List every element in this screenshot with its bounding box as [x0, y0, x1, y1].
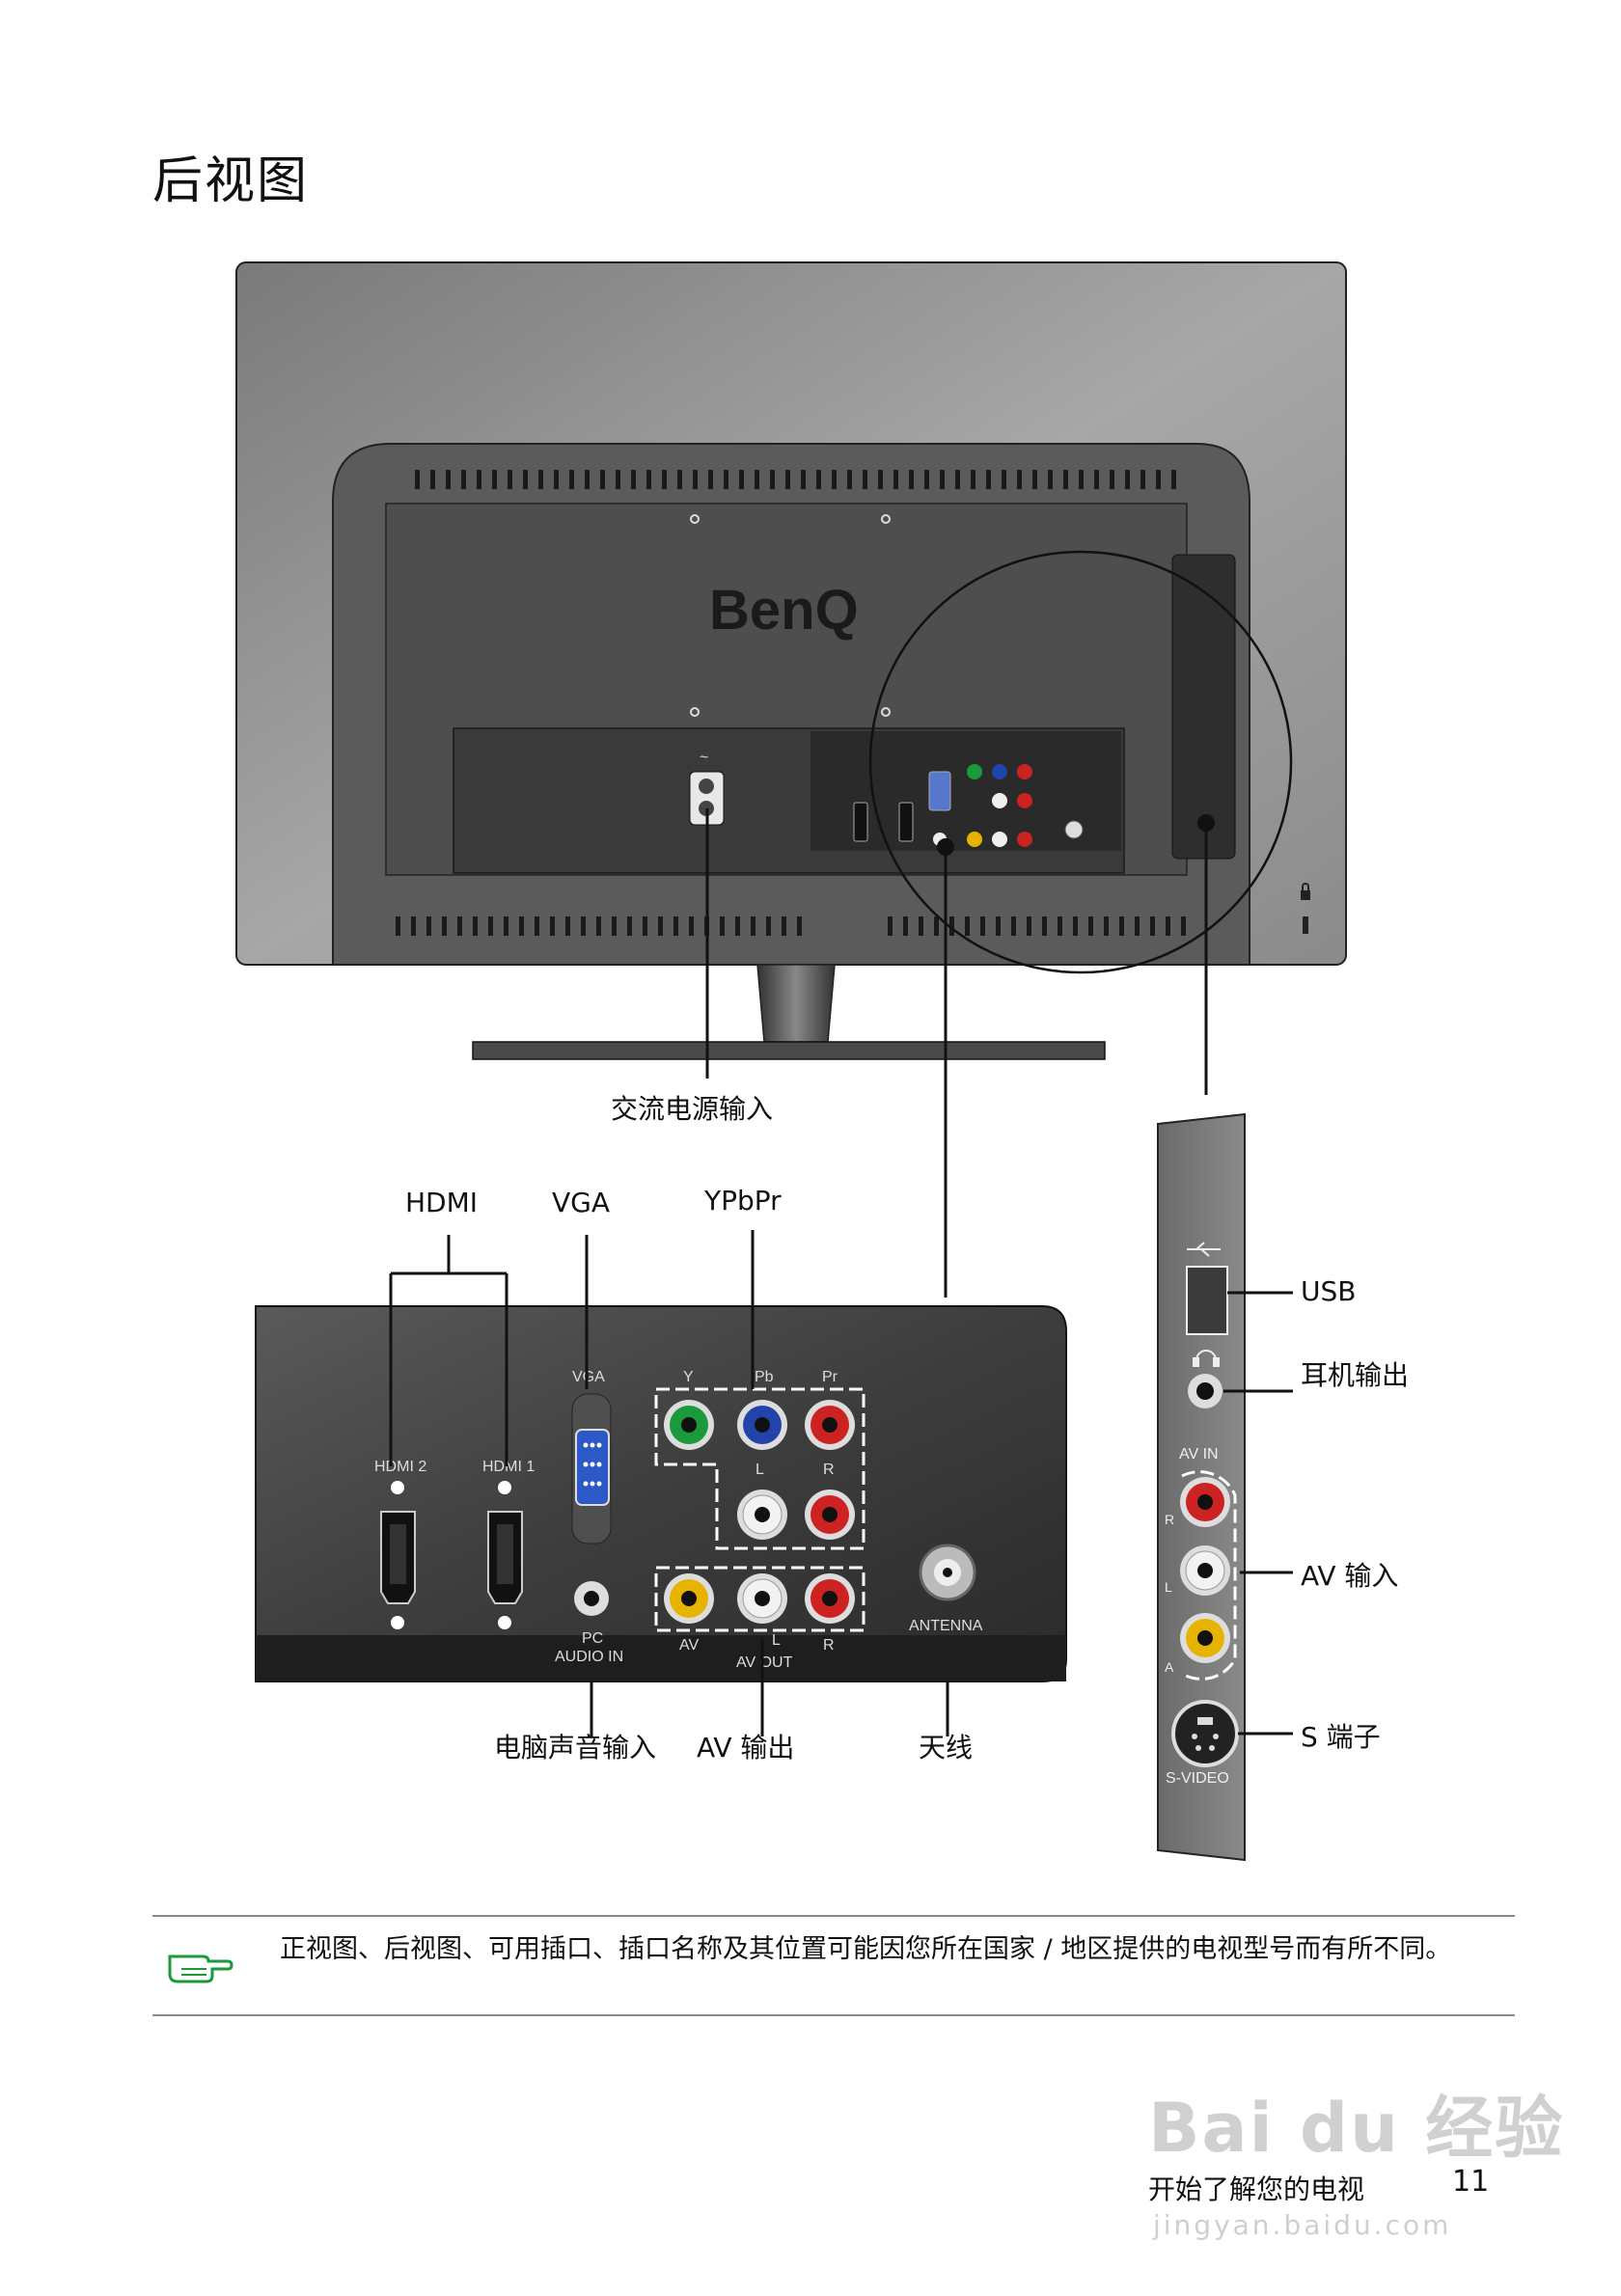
callout-vga: VGA	[552, 1187, 611, 1218]
tv-rear-illustration: BenQ ~	[235, 261, 1347, 1862]
callout-ypbpr: YPbPr	[704, 1185, 782, 1216]
pc-audio-jack	[574, 1581, 609, 1616]
r-jack	[805, 1490, 855, 1540]
av-in-l-jack	[1180, 1545, 1230, 1596]
usb-icon	[1187, 1242, 1221, 1257]
top-vents	[415, 470, 1176, 489]
headphone-jack	[1188, 1374, 1223, 1408]
svg-text:AUDIO IN: AUDIO IN	[555, 1649, 623, 1665]
label-vga: VGA	[572, 1369, 605, 1385]
lock-icon	[1301, 883, 1310, 900]
av-in-video-jack	[1180, 1613, 1230, 1663]
watermark-logo: Bai du 经验	[1148, 2089, 1565, 2168]
av-out-l-jack	[737, 1573, 787, 1624]
callout-av-in: AV 输入	[1301, 1560, 1399, 1592]
zoomed-rear-panel: VGA HDMI 2 HDMI 1 Y Pb Pr L R PC AUDIO I…	[255, 1305, 1067, 1682]
callout-s-video: S 端子	[1301, 1721, 1381, 1753]
watermark-url: jingyan.baidu.com	[1153, 2209, 1452, 2241]
svg-text:AV OUT: AV OUT	[736, 1654, 793, 1671]
callout-usb: USB	[1301, 1275, 1357, 1307]
note-text: 正视图、后视图、可用插口、插口名称及其位置可能因您所在国家 / 地区提供的电视型…	[280, 1934, 1452, 1964]
svg-text:AV: AV	[679, 1637, 699, 1654]
headphone-icon	[1193, 1350, 1220, 1367]
svg-text:L: L	[1165, 1579, 1172, 1595]
callout-hdmi: HDMI	[405, 1187, 479, 1218]
svg-text:Pb: Pb	[755, 1369, 774, 1385]
label-hdmi2: HDMI 2	[374, 1459, 426, 1475]
side-connector-panel: AV IN R L A S-VIDEO	[1157, 1112, 1246, 1862]
pointing-hand-icon	[168, 1954, 234, 1983]
footer-section-title: 开始了解您的电视	[1148, 2173, 1365, 2205]
callout-headphone: 耳机输出	[1301, 1359, 1410, 1391]
usb-port	[1186, 1266, 1228, 1335]
svg-text:AV IN: AV IN	[1179, 1446, 1219, 1462]
page-title: 后视图	[152, 152, 310, 210]
note-bottom-rule	[152, 2014, 1515, 2016]
av-in-r-jack	[1180, 1477, 1230, 1527]
label-hdmi1: HDMI 1	[482, 1459, 535, 1475]
svg-text:R: R	[823, 1462, 835, 1478]
svg-text:A: A	[1165, 1659, 1174, 1675]
l-jack	[737, 1490, 787, 1540]
s-video-jack	[1171, 1700, 1239, 1767]
pb-jack	[737, 1400, 787, 1450]
svg-text:Pr: Pr	[822, 1369, 838, 1385]
y-jack	[664, 1400, 714, 1450]
vga-port	[575, 1429, 610, 1506]
zoom-circle	[868, 550, 1293, 974]
ac-power-icon: ~	[700, 750, 708, 766]
callout-pc-audio: 电脑声音输入	[494, 1732, 657, 1763]
svg-text:R: R	[1165, 1512, 1174, 1527]
svg-text:ANTENNA: ANTENNA	[909, 1618, 983, 1634]
callout-antenna: 天线	[919, 1732, 974, 1763]
note-top-rule	[152, 1915, 1515, 1917]
pr-jack	[805, 1400, 855, 1450]
bottom-vents	[396, 916, 1186, 936]
svg-text:PC: PC	[582, 1630, 603, 1647]
brand-logo: BenQ	[709, 579, 859, 642]
tv-stand-base	[472, 1041, 1106, 1060]
av-out-r-jack	[805, 1573, 855, 1624]
antenna-jack	[919, 1544, 976, 1601]
svg-text:L: L	[756, 1462, 764, 1478]
svg-text:R: R	[823, 1637, 835, 1654]
svg-text:L: L	[772, 1632, 781, 1649]
svg-text:S-VIDEO: S-VIDEO	[1166, 1770, 1229, 1787]
av-out-video-jack	[664, 1573, 714, 1624]
svg-text:Y: Y	[683, 1369, 694, 1385]
hdmi2-port	[380, 1481, 416, 1629]
callout-av-out: AV 输出	[697, 1732, 795, 1763]
callout-ac-power: 交流电源输入	[611, 1093, 774, 1125]
hdmi1-port	[487, 1481, 523, 1629]
page-number: 11	[1452, 2165, 1490, 2199]
